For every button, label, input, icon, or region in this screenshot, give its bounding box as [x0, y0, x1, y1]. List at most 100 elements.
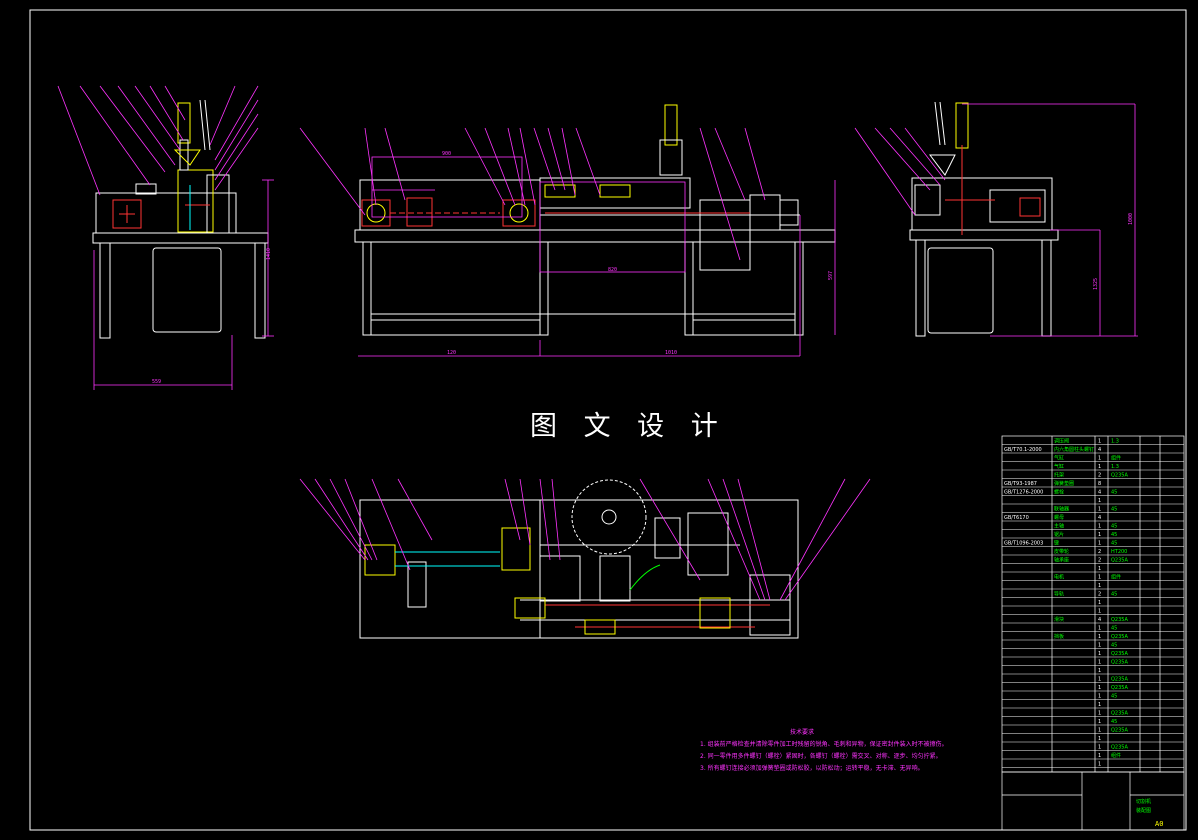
- top-frame: [359, 499, 799, 639]
- bom-cell: 1: [1098, 702, 1101, 708]
- bom-cell: 4: [1098, 490, 1101, 496]
- bom-cell: 4: [1098, 447, 1101, 453]
- bom-cell: 联轴器: [1054, 506, 1069, 513]
- bom-cell: 挡板: [1054, 633, 1064, 640]
- bom-cell: 1: [1098, 685, 1101, 691]
- bom-cell: 45: [1111, 507, 1117, 513]
- bom-cell: 1: [1098, 575, 1101, 581]
- bom-cell: 1: [1098, 660, 1101, 666]
- bom-cell: Q235A: [1111, 617, 1128, 623]
- bom-cell: 1: [1098, 762, 1101, 768]
- bom-cell: 组件: [1111, 574, 1121, 581]
- bom-cell: 45: [1111, 694, 1117, 700]
- bom-cell: 45: [1111, 524, 1117, 530]
- bom-cell: 1: [1098, 532, 1101, 538]
- left-side-view: [92, 99, 269, 339]
- bom-cell: 2: [1098, 558, 1101, 564]
- bom-cell: 2: [1098, 549, 1101, 555]
- left-view-dimensions: [57, 85, 274, 390]
- bom-cell: Q235A: [1111, 711, 1128, 717]
- dim-1325-label: 1325: [1093, 278, 1099, 290]
- bom-cell: 1.3: [1111, 464, 1119, 470]
- bom-cell: 1: [1098, 753, 1101, 759]
- bom-cell: 1: [1098, 634, 1101, 640]
- front-view: [354, 104, 836, 336]
- bom-cell: 2: [1098, 473, 1101, 479]
- dim-1010-label: 1010: [665, 350, 677, 356]
- bom-cell: HT200: [1111, 549, 1127, 555]
- bom-cell: 1: [1098, 745, 1101, 751]
- bom-cell: 电机: [1054, 574, 1064, 581]
- bom-cell: 4: [1098, 617, 1101, 623]
- bom-cell: GB/T93-1987: [1004, 481, 1037, 487]
- front-housing-mid: [539, 177, 691, 209]
- bom-cell: 1: [1098, 719, 1101, 725]
- bom-cell: Q235A: [1111, 685, 1128, 691]
- bom-cell: 8: [1098, 481, 1101, 487]
- bom-cell: 内六角圆柱头螺钉: [1054, 446, 1094, 453]
- bom-cell: Q235A: [1111, 745, 1128, 751]
- bom-cell: 组件: [1111, 455, 1121, 462]
- bom-cell: 螺母: [1054, 514, 1064, 521]
- bom-cell: 导轨: [1054, 591, 1064, 598]
- bom-cell: 主轴: [1054, 523, 1064, 530]
- bom-cell: 1: [1098, 694, 1101, 700]
- bom-cell: GB/T70.1-2000: [1004, 447, 1042, 453]
- dim-900-label: 900: [442, 151, 451, 157]
- bom-cell: 1: [1098, 609, 1101, 615]
- bom-cell: 皮带轮: [1054, 548, 1069, 555]
- bom-cell: 组件: [1111, 752, 1121, 759]
- bom-cell: 1: [1098, 626, 1101, 632]
- bom-cell: 45: [1111, 643, 1117, 649]
- bom-cell: 气缸: [1054, 455, 1064, 462]
- bom-cell: 锯片: [1054, 531, 1064, 538]
- note-line-1: 1. 组装前严格检查并清除零件加工时残留的锐角、毛刺和异物，保证密封件装入时不被…: [700, 741, 948, 748]
- bom-cell: 45: [1111, 592, 1117, 598]
- bom-cell: 4: [1098, 515, 1101, 521]
- note-line-3: 3. 所有螺钉连接必须加弹簧垫圈或防松胶，以防松动；运转平稳，无卡滞、无异响。: [700, 765, 924, 772]
- motor-block: [95, 192, 237, 234]
- bom-cell: 1: [1098, 711, 1101, 717]
- front-housing-left: [359, 179, 541, 231]
- bom-cell: Q235A: [1111, 651, 1128, 657]
- bom-cell: 弹簧垫圈: [1054, 480, 1074, 487]
- bom-cell: GB/T1276-2000: [1004, 490, 1043, 496]
- bom-cell: 1: [1098, 677, 1101, 683]
- dim-width-label: 559: [152, 379, 161, 385]
- bom-cell: 1: [1098, 464, 1101, 470]
- top-view: [359, 479, 799, 639]
- bom-cell: 1: [1098, 600, 1101, 606]
- bom-cell: GB/T6170: [1004, 515, 1029, 521]
- bom-cell: Q235A: [1111, 558, 1128, 564]
- bom-cell: Q235A: [1111, 660, 1128, 666]
- bom-cell: 1: [1098, 524, 1101, 530]
- bom-cell: 45: [1111, 626, 1117, 632]
- bom-cell: 1: [1098, 736, 1101, 742]
- dim-597-label: 597: [828, 271, 834, 280]
- bom-cell: 45: [1111, 541, 1117, 547]
- bom-cell: 托架: [1054, 472, 1064, 479]
- saw-blade: [571, 479, 647, 555]
- table-top: [354, 229, 836, 243]
- dim-820-label: 820: [608, 267, 617, 273]
- bom-table-grid: [1001, 435, 1185, 831]
- bom-cell: 1: [1098, 668, 1101, 674]
- bom-cell: 轴承座: [1054, 557, 1069, 564]
- bom-cell: 滑块: [1054, 616, 1064, 623]
- bom-cell: 45: [1111, 490, 1117, 496]
- bom-cell: GB/T1096-2003: [1004, 541, 1043, 547]
- right-side-view: [909, 101, 1059, 337]
- front-view-dimensions: [299, 127, 836, 357]
- sheet-border: [29, 9, 1187, 831]
- bom-cell: 45: [1111, 532, 1117, 538]
- notes-title: 技术要求: [790, 729, 815, 736]
- bom-cell: 螺栓: [1054, 489, 1064, 496]
- bom-cell: 气缸: [1054, 463, 1064, 470]
- bom-cell: 1: [1098, 583, 1101, 589]
- sheet-size: A0: [1155, 820, 1163, 828]
- bom-cell: 2: [1098, 592, 1101, 598]
- bom-cell: 1: [1098, 651, 1101, 657]
- bom-cell: Q235A: [1111, 634, 1128, 640]
